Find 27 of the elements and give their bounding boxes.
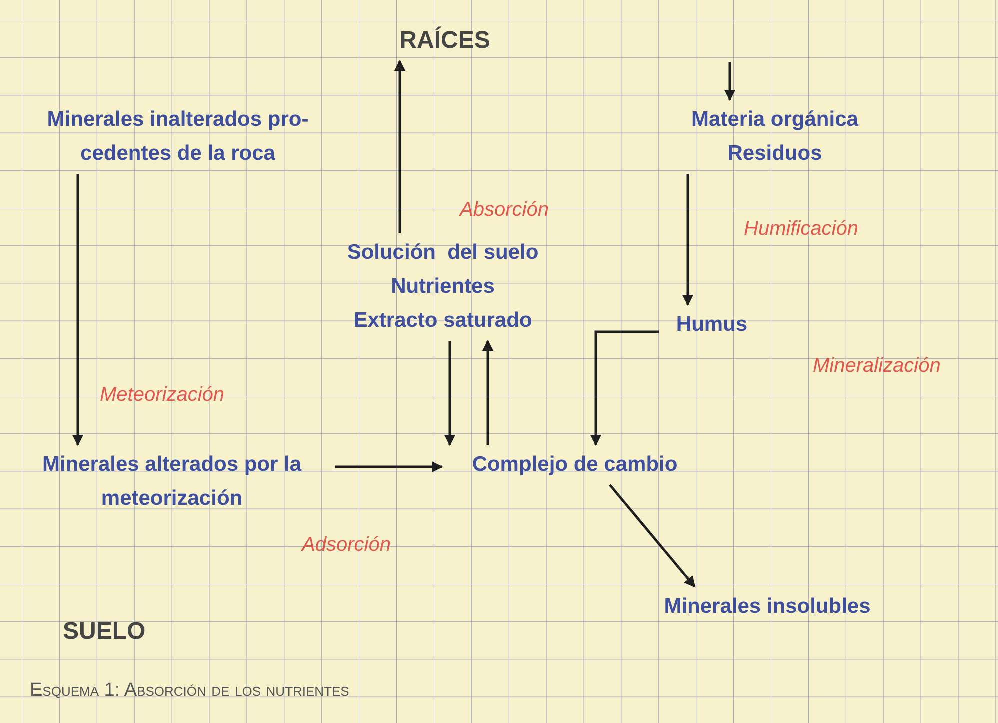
arrow [482,340,494,445]
arrow [394,60,406,233]
arrow [72,174,84,446]
concept-label: Nutrientes [390,274,496,300]
region-label: SUELO [63,617,146,647]
heading-label: RAÍCES [370,24,520,58]
concept-label: Solución del suelo [346,240,540,266]
arrow [724,62,736,102]
process-label: Meteorización [100,383,225,407]
concept-label: Minerales inalterados pro- cedentes de la roca [18,103,338,171]
process-label: Mineralización [813,354,941,378]
concept-label: Humus [662,308,762,342]
arrow [682,174,694,306]
process-label: Adsorción [302,533,391,557]
concept-label: Residuos [726,141,824,167]
process-label: Humificación [744,217,858,241]
concept-label: Complejo de cambio [445,448,705,482]
arrow [444,341,456,446]
process-label: Absorción [460,198,549,222]
concept-label: Minerales insolubles [630,590,905,624]
concept-label: Materia orgánica [690,107,860,133]
concept-label: Extracto saturado [352,308,534,334]
caption: Esquema 1: Absorción de los nutrientes [30,679,350,703]
arrow [335,461,444,473]
arrow [590,330,659,446]
arrow [609,484,696,588]
concept-label: Minerales alterados por la meteorización [12,448,332,516]
